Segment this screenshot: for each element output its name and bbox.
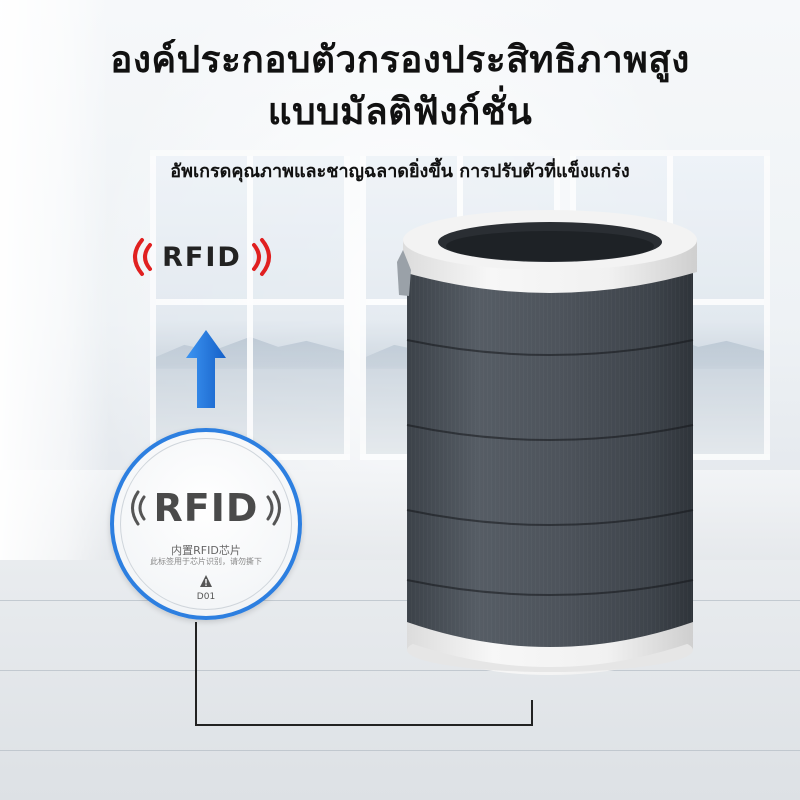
air-filter-cylinder bbox=[397, 210, 697, 675]
page-subtitle: อัพเกรดคุณภาพและชาญฉลาดยิ่งขึ้น การปรับต… bbox=[170, 161, 630, 182]
rfid-tag-code: D01 bbox=[196, 592, 216, 602]
warning-icon bbox=[200, 575, 212, 587]
rfid-tag-title: RFID bbox=[153, 486, 259, 530]
signal-waves-left-icon bbox=[130, 490, 146, 526]
page-title-line1: องค์ประกอบตัวกรองประสิทธิภาพสูง bbox=[110, 38, 690, 81]
curtain bbox=[0, 0, 110, 560]
rfid-tag-line2: 此标签用于芯片识别，请勿撕下 bbox=[150, 557, 262, 566]
background-window bbox=[150, 150, 350, 460]
rfid-tag-line1: 内置RFID芯片 bbox=[171, 544, 241, 557]
rfid-label-text: RFID bbox=[162, 241, 242, 273]
rfid-label: RFID bbox=[122, 232, 282, 282]
signal-waves-right-icon bbox=[266, 490, 282, 526]
arrow-up-icon bbox=[186, 330, 226, 408]
signal-waves-left-icon bbox=[133, 238, 153, 276]
rfid-chip-tag: RFID 内置RFID芯片 此标签用于芯片识别，请勿撕下 D01 bbox=[110, 428, 302, 620]
signal-waves-right-icon bbox=[251, 238, 271, 276]
page-title-line2: แบบมัลติฟังก์ชั่น bbox=[267, 90, 533, 133]
